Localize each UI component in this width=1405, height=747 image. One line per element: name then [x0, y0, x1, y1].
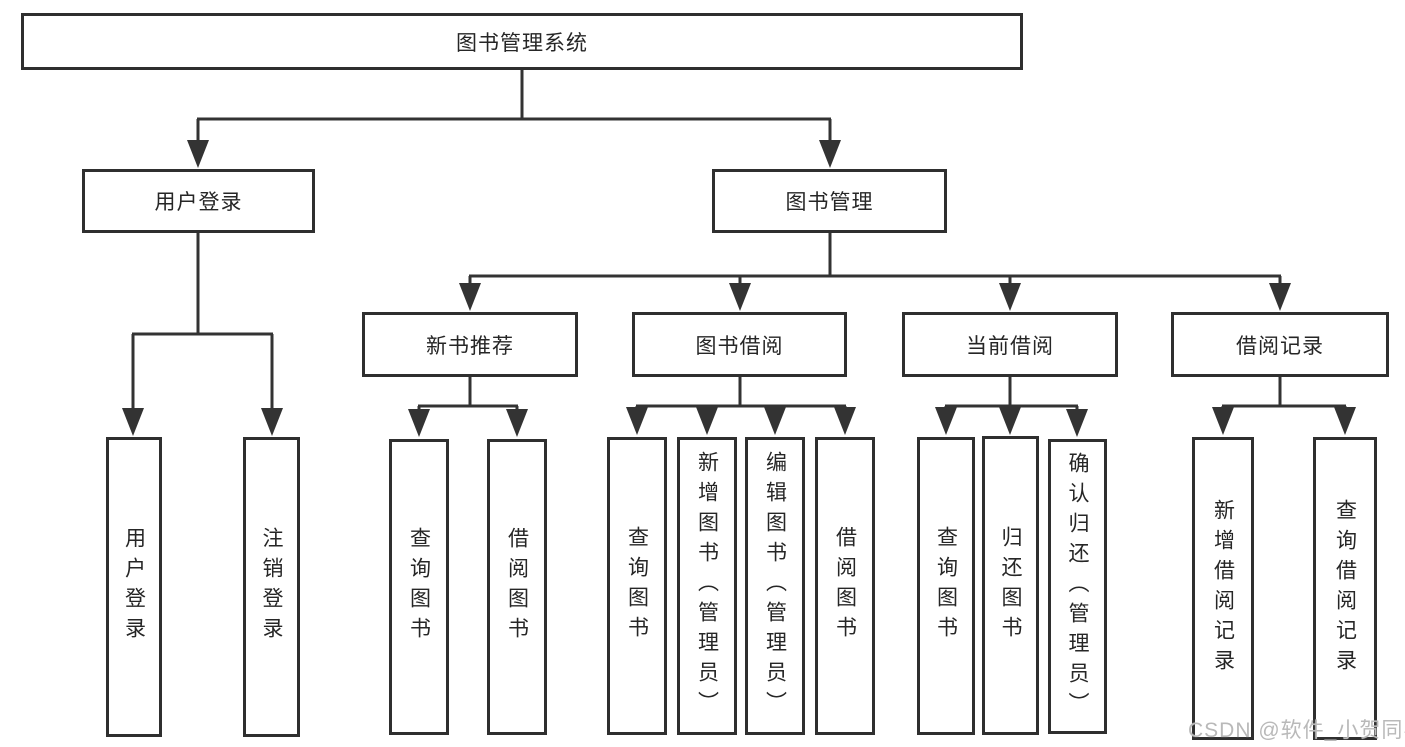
- leaf-newrec-query-book-label: 查询图书: [407, 527, 431, 647]
- connector-newbook-to-leaves: [408, 377, 528, 437]
- node-user-login: 用户登录: [82, 169, 315, 233]
- leaf-borrow-query-book: 查询图书: [607, 437, 667, 735]
- node-borrow-records: 借阅记录: [1171, 312, 1389, 377]
- leaf-confirm-return-admin-label: 确认归还（管理员）: [1066, 451, 1089, 722]
- node-borrow-records-label: 借阅记录: [1236, 334, 1324, 358]
- node-current-borrow-label: 当前借阅: [966, 334, 1054, 358]
- leaf-add-book-admin: 新增图书（管理员）: [677, 437, 737, 735]
- leaf-confirm-return-admin: 确认归还（管理员）: [1048, 439, 1107, 734]
- node-new-book-rec: 新书推荐: [362, 312, 578, 377]
- leaf-query-borrow-record-label: 查询借阅记录: [1333, 498, 1357, 679]
- node-book-borrow-label: 图书借阅: [695, 334, 784, 358]
- node-root: 图书管理系统: [21, 13, 1023, 70]
- leaf-newrec-query-book: 查询图书: [389, 439, 449, 735]
- leaf-logout-label: 注销登录: [260, 527, 283, 647]
- leaf-add-book-admin-label: 新增图书（管理员）: [695, 451, 719, 721]
- leaf-current-query-book-label: 查询图书: [934, 526, 958, 646]
- connector-current-to-leaves: [935, 377, 1088, 437]
- connector-bookmgmt-to-sections: [459, 233, 1291, 311]
- leaf-current-query-book: 查询图书: [917, 437, 975, 735]
- node-current-borrow: 当前借阅: [902, 312, 1118, 377]
- connector-records-to-leaves: [1212, 377, 1356, 435]
- node-book-mgmt: 图书管理: [712, 169, 947, 233]
- node-user-login-label: 用户登录: [154, 191, 243, 214]
- leaf-user-login: 用户登录: [106, 437, 162, 737]
- leaf-borrow-book: 借阅图书: [815, 437, 875, 735]
- connector-borrow-to-leaves: [626, 377, 856, 435]
- node-root-label: 图书管理系统: [456, 31, 588, 55]
- node-book-mgmt-label: 图书管理: [785, 191, 874, 214]
- leaf-newrec-borrow-book: 借阅图书: [487, 439, 547, 735]
- connector-userlogin-to-leaves: [122, 233, 283, 436]
- connector-root-to-level2: [187, 70, 841, 168]
- leaf-add-borrow-record: 新增借阅记录: [1192, 437, 1254, 740]
- leaf-user-login-label: 用户登录: [122, 527, 146, 647]
- leaf-edit-book-admin: 编辑图书（管理员）: [745, 437, 805, 735]
- leaf-borrow-book-label: 借阅图书: [833, 526, 857, 646]
- leaf-return-book: 归还图书: [982, 436, 1039, 735]
- leaf-add-borrow-record-label: 新增借阅记录: [1211, 498, 1235, 679]
- leaf-newrec-borrow-book-label: 借阅图书: [505, 527, 529, 647]
- node-new-book-rec-label: 新书推荐: [426, 334, 514, 358]
- node-book-borrow: 图书借阅: [632, 312, 847, 377]
- leaf-query-borrow-record: 查询借阅记录: [1313, 437, 1377, 740]
- csdn-watermark: CSDN @软件_小贺同学: [1188, 719, 1405, 742]
- leaf-borrow-query-book-label: 查询图书: [625, 526, 649, 646]
- leaf-return-book-label: 归还图书: [999, 525, 1022, 646]
- leaf-logout: 注销登录: [243, 437, 300, 737]
- leaf-edit-book-admin-label: 编辑图书（管理员）: [763, 451, 787, 721]
